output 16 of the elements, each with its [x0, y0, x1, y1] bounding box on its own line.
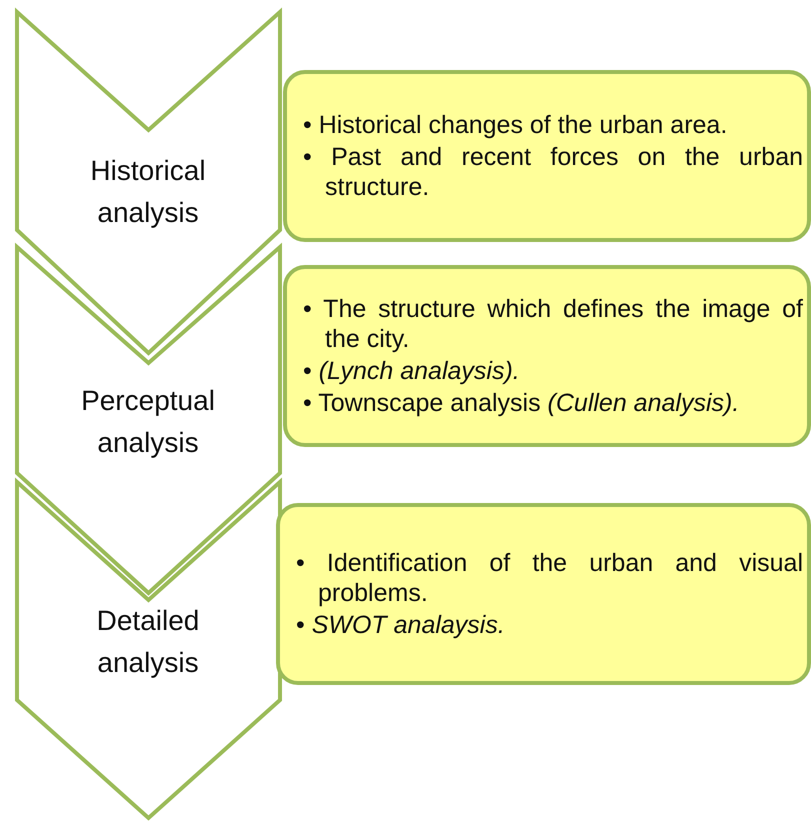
step-label: Detailed analysis	[96, 604, 200, 680]
bullet-text: • The structure which defines the image of the city.	[303, 294, 803, 354]
text-panel	[283, 70, 811, 242]
chevron-shape	[15, 480, 282, 820]
bullet-text: • Past and recent forces on the urban structure.	[303, 142, 803, 202]
bullet-text: • Identification of the urban and visual problems.	[296, 548, 803, 608]
step-label: Perceptual analysis	[80, 384, 216, 460]
text-panel	[283, 265, 811, 447]
step-label: Historical analysis	[89, 154, 207, 230]
chevron-shape	[15, 245, 282, 595]
bullet-text: • Townscape analysis (Cullen analysis).	[303, 388, 740, 418]
bullet-text: • SWOT analaysis.	[296, 610, 506, 640]
bullet-text: • (Lynch analaysis).	[303, 356, 521, 386]
chevron-shape	[15, 10, 282, 355]
bullet-text: • Historical changes of the urban area.	[303, 110, 728, 140]
text-panel	[276, 503, 811, 685]
